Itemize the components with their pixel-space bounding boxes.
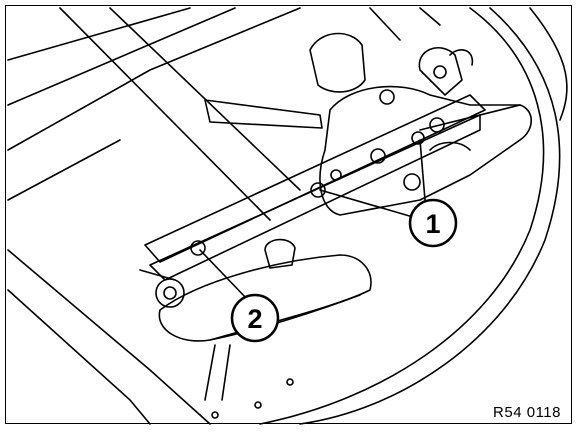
callout-1: 1: [408, 198, 458, 248]
figure-border: [5, 5, 572, 424]
callout-2-label: 2: [247, 304, 262, 334]
reference-code: R54 0118: [493, 404, 561, 421]
callout-2: 2: [230, 293, 280, 343]
callout-1-label: 1: [425, 209, 440, 239]
